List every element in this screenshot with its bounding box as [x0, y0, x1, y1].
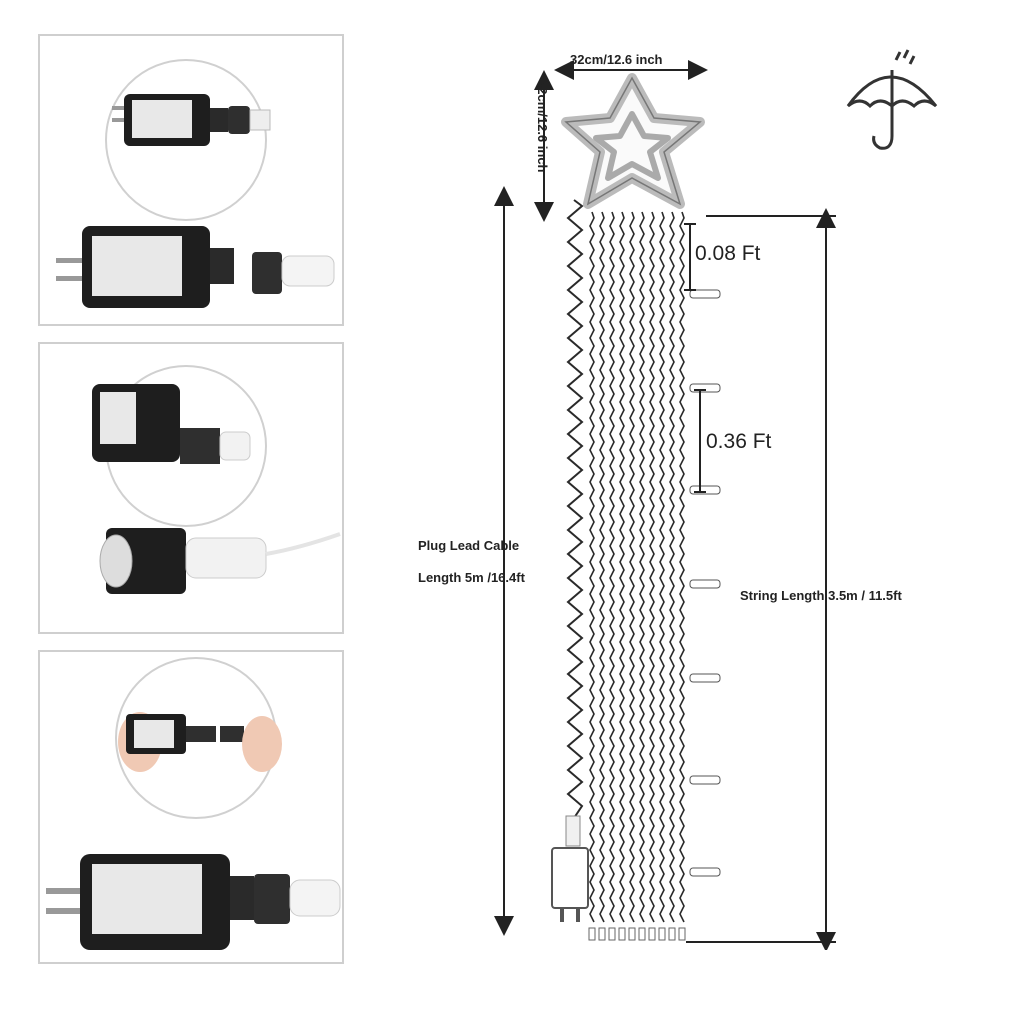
side-bulb: [689, 775, 721, 785]
top-gap-label: 0.08 Ft: [695, 242, 761, 265]
lead-plug: [551, 815, 589, 922]
adapter-photo-panel-2: [38, 650, 344, 964]
bulb: [678, 927, 686, 941]
product-diagram: [494, 60, 836, 950]
side-bulb: [689, 289, 721, 299]
plug-lead-label-line2: Length 5m /16.4ft: [418, 570, 525, 585]
light-string-wire: [609, 211, 615, 923]
bulb: [628, 927, 636, 941]
connector-photo-panel: [38, 342, 344, 634]
side-bulb: [689, 579, 721, 589]
star-height-label: 32cm/12.6 inch: [535, 80, 550, 173]
bulb: [588, 927, 596, 941]
adapter-photo-2: [46, 657, 341, 950]
light-string-wire: [629, 211, 635, 923]
side-bulb: [689, 673, 721, 683]
string-length-label: String Length 3.5m / 11.5ft: [740, 588, 902, 603]
side-bulb: [689, 867, 721, 877]
bulb: [658, 927, 666, 941]
adapter-photo-1: [56, 59, 335, 308]
light-strings: [588, 211, 721, 941]
umbrella-rain-icon: [846, 49, 938, 150]
star-width-label: 32cm/12.6 inch: [570, 52, 663, 67]
bulb: [668, 927, 676, 941]
connector-photo: [92, 365, 341, 594]
bulb: [598, 927, 606, 941]
connector: [228, 106, 250, 134]
light-string-wire: [619, 211, 625, 923]
spacing-bracket: [694, 389, 706, 493]
light-string-wire: [669, 211, 675, 923]
star-light: [561, 73, 705, 209]
bulb: [608, 927, 616, 941]
light-string-wire: [649, 211, 655, 923]
bulb: [638, 927, 646, 941]
lead-cable: [566, 199, 584, 819]
light-spacing-label: 0.36 Ft: [706, 430, 772, 453]
plug-lead-label-line1: Plug Lead Cable: [418, 538, 520, 553]
hand-right: [242, 716, 282, 772]
light-string-wire: [639, 211, 645, 923]
light-string-wire: [599, 211, 605, 923]
top-gap-bracket: [684, 223, 696, 291]
light-string-wire: [589, 211, 595, 923]
bulb: [618, 927, 626, 941]
adapter-photo-panel-1: [38, 34, 344, 326]
light-string-wire: [659, 211, 665, 923]
bulb: [648, 927, 656, 941]
light-string-wire: [679, 211, 685, 923]
